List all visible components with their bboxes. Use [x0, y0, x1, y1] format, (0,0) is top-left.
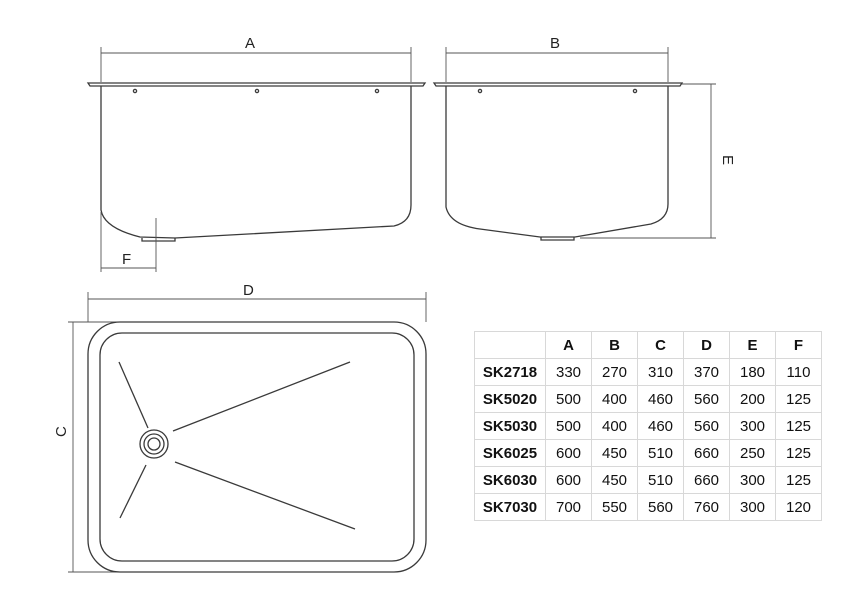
top-view: D C	[53, 282, 427, 573]
slope-lines	[118, 361, 356, 530]
table-cell: 120	[775, 493, 822, 521]
table-cell: 460	[637, 412, 684, 440]
table-cell: 700	[545, 493, 592, 521]
table-cell: 500	[545, 385, 592, 413]
model-cell: SK6025	[474, 439, 546, 467]
table-row: SK7030 700 550 560 760 300 120	[474, 493, 822, 521]
table-cell: 125	[775, 439, 822, 467]
table-cell: 250	[729, 439, 776, 467]
dimension-label-e: E	[719, 155, 736, 165]
table-cell: 330	[545, 358, 592, 386]
table-cell: 660	[683, 466, 730, 494]
side-flange	[432, 82, 684, 87]
model-cell: SK2718	[474, 358, 546, 386]
front-view: A F	[86, 35, 427, 272]
table-cell: 310	[637, 358, 684, 386]
table-cell: 370	[683, 358, 730, 386]
table-cell: 560	[683, 385, 730, 413]
dimension-label-b: B	[550, 35, 560, 52]
table-row: SK6030 600 450 510 660 300 125	[474, 466, 822, 494]
front-flange	[86, 82, 427, 87]
table-cell: 460	[637, 385, 684, 413]
table-cell: 560	[637, 493, 684, 521]
table-row: SK6025 600 450 510 660 250 125	[474, 439, 822, 467]
dimension-a: A	[100, 35, 412, 82]
table-header-cell	[474, 331, 546, 359]
table-header-row: A B C D E F	[474, 331, 822, 359]
table-cell: 300	[729, 412, 776, 440]
table-cell: 600	[545, 466, 592, 494]
top-inner-bowl	[99, 332, 415, 562]
dimensions-table: A B C D E F SK2718 330 270 310 370 180 1…	[474, 331, 822, 521]
table-cell: 110	[775, 358, 822, 386]
model-cell: SK6030	[474, 466, 546, 494]
table-cell: 560	[683, 412, 730, 440]
table-header-cell: B	[591, 331, 638, 359]
table-row: SK2718 330 270 310 370 180 110	[474, 358, 822, 386]
model-cell: SK5020	[474, 385, 546, 413]
side-drain	[540, 237, 575, 241]
table-cell: 500	[545, 412, 592, 440]
side-body	[445, 86, 669, 238]
table-cell: 125	[775, 466, 822, 494]
table-header-cell: C	[637, 331, 684, 359]
front-body	[100, 86, 412, 239]
table-header-cell: E	[729, 331, 776, 359]
table-row: SK5030 500 400 460 560 300 125	[474, 412, 822, 440]
table-cell: 510	[637, 466, 684, 494]
table-cell: 450	[591, 439, 638, 467]
table-cell: 400	[591, 412, 638, 440]
side-view: B E	[432, 35, 736, 241]
table-cell: 450	[591, 466, 638, 494]
table-cell: 400	[591, 385, 638, 413]
table-header-cell: A	[545, 331, 592, 359]
table-cell: 180	[729, 358, 776, 386]
table-cell: 600	[545, 439, 592, 467]
table-cell: 760	[683, 493, 730, 521]
side-screw-hole	[477, 88, 483, 94]
table-cell: 125	[775, 385, 822, 413]
table-row: SK5020 500 400 460 560 200 125	[474, 385, 822, 413]
drain-icon	[139, 429, 169, 459]
dimension-e: E	[580, 83, 736, 239]
dimension-f: F	[100, 212, 157, 272]
table-header-cell: F	[775, 331, 822, 359]
table-cell: 200	[729, 385, 776, 413]
table-cell: 510	[637, 439, 684, 467]
table-cell: 550	[591, 493, 638, 521]
table-cell: 125	[775, 412, 822, 440]
front-screw-hole	[374, 88, 380, 94]
dimension-b: B	[445, 35, 669, 82]
table-header-cell: D	[683, 331, 730, 359]
front-screw-hole	[254, 88, 260, 94]
front-drain	[141, 238, 176, 242]
dimension-label-c: C	[53, 426, 70, 437]
dimension-label-a: A	[245, 35, 255, 52]
dimension-d: D	[87, 282, 427, 322]
dimension-label-f: F	[122, 251, 131, 268]
side-screw-hole	[632, 88, 638, 94]
table-cell: 300	[729, 466, 776, 494]
front-screw-hole	[132, 88, 138, 94]
dimension-c: C	[53, 321, 132, 573]
dimension-label-d: D	[243, 282, 254, 299]
top-outer-rim	[87, 321, 427, 573]
table-cell: 270	[591, 358, 638, 386]
model-cell: SK5030	[474, 412, 546, 440]
model-cell: SK7030	[474, 493, 546, 521]
table-cell: 300	[729, 493, 776, 521]
table-cell: 660	[683, 439, 730, 467]
